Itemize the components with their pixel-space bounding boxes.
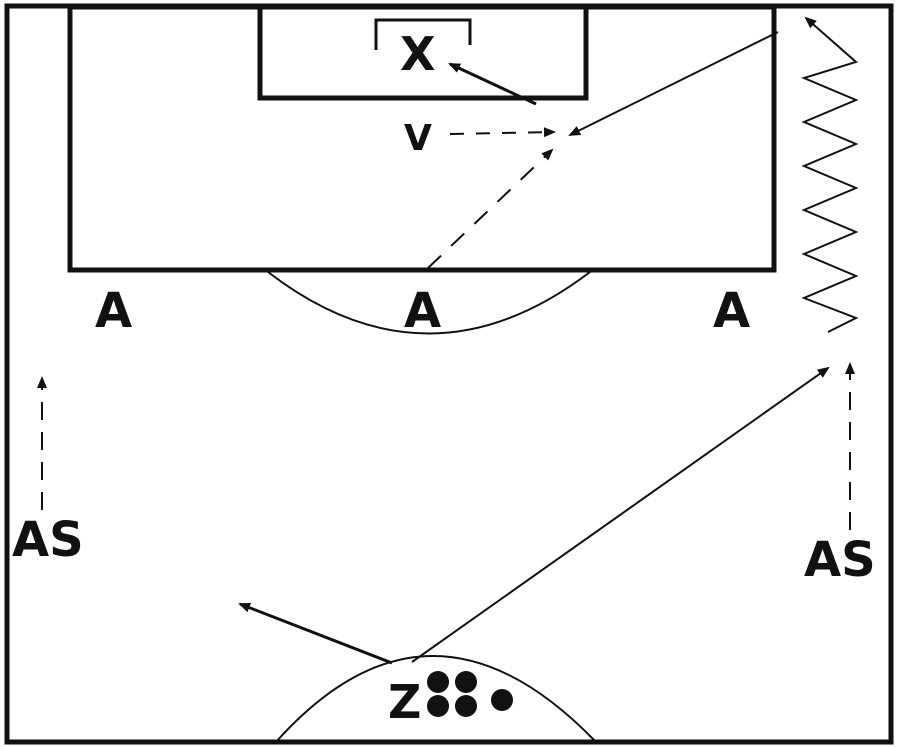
- attacker-right-label: A: [713, 283, 750, 339]
- ball-icon-group: [427, 671, 513, 717]
- ball-icon: [491, 689, 513, 711]
- shot-arrow-to-goal: [448, 62, 537, 106]
- wing-right-label: AS: [804, 532, 876, 588]
- pass-arrow-start-to-right: [411, 366, 830, 663]
- attacker-center-label: A: [404, 283, 441, 339]
- wing-left-label: AS: [12, 512, 84, 568]
- attacker-run-dashed: [427, 148, 554, 269]
- start-player-label: Z: [388, 675, 421, 729]
- ball-icon: [455, 671, 477, 693]
- ball-icon: [455, 695, 477, 717]
- ball-icon: [427, 695, 449, 717]
- zigzag-dribble: [801, 16, 859, 333]
- bottom-arc: [275, 655, 597, 743]
- goal-box: [257, 4, 589, 101]
- top-arc: [267, 271, 591, 335]
- attacker-left-label: A: [95, 283, 132, 339]
- goalkeeper-label: X: [400, 27, 435, 81]
- goalkeeper-bracket: [374, 18, 472, 50]
- court-border: [4, 3, 894, 745]
- ball-icon: [427, 671, 449, 693]
- pass-arrow-start-to-left: [238, 602, 393, 665]
- defender-label: V: [404, 118, 432, 159]
- defender-dash-arrow: [449, 127, 556, 138]
- pass-arrow-corner-to-defender: [568, 31, 779, 136]
